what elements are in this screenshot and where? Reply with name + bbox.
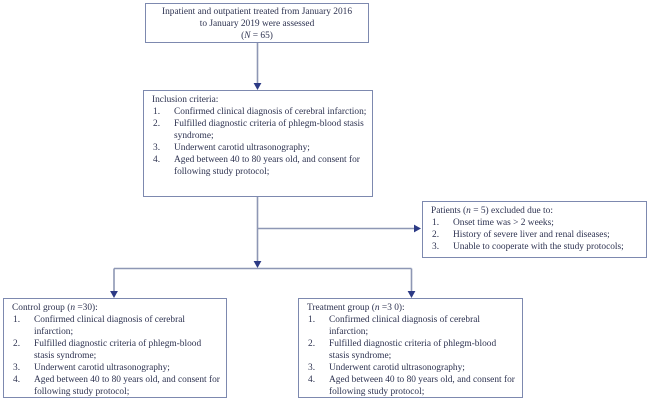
control-title: Control group (n =30): [4,302,221,314]
list-item: 3. Unable to cooperate with the study pr… [423,241,642,253]
exclusion-box: Patients (n = 5) excluded due to: 1. Ons… [422,201,647,258]
list-item: 2. Fulfilled diagnostic criteria of phle… [4,338,221,362]
count-post: = 65) [250,31,273,41]
arrowhead-down-junction [253,261,262,268]
inclusion-criteria-box: Inclusion criteria: 1. Confirmed clinica… [143,90,373,197]
item-text: Confirmed clinical diagnosis of cerebral… [329,315,480,337]
list-item: 3. Underwent carotid ultrasonography; [299,362,517,374]
n-variable: n [70,303,76,313]
arrowhead-down-treatment [407,291,416,298]
list-item: 2. Fulfilled diagnostic criteria of phle… [299,338,517,362]
title-post: =3 0): [379,303,405,313]
title-pre: Treatment group ( [307,303,375,313]
item-text: Confirmed clinical diagnosis of cerebral… [174,107,367,117]
item-text: Fulfilled diagnostic criteria of phlegm-… [174,119,364,141]
item-number: 2. [153,119,161,129]
assessment-line2: to January 2019 were assessed [199,19,315,29]
list-item: 4. Aged between 40 to 80 years old, and … [4,374,221,398]
n-variable: n [466,206,471,216]
item-number: 3. [308,363,316,373]
control-group-box: Control group (n =30): 1. Confirmed clin… [3,298,227,398]
title-post: =30): [75,303,98,313]
item-text: Aged between 40 to 80 years old, and con… [329,375,515,397]
treatment-title: Treatment group (n =3 0): [299,302,517,314]
item-number: 3. [432,242,440,252]
count-variable: N [244,31,251,41]
inclusion-title: Inclusion criteria: [152,95,219,105]
arrowhead-down-control [110,291,118,298]
item-text: History of severe liver and renal diseas… [453,230,610,240]
list-item: 3. Underwent carotid ultrasonography; [144,142,367,154]
item-number: 1. [13,315,21,325]
arrowhead-down-inclusion [253,83,262,90]
title-post: = 5) excluded due to: [470,206,553,216]
list-item: 1. Confirmed clinical diagnosis of cereb… [144,106,367,118]
list-item: 4. Aged between 40 to 80 years old, and … [299,374,517,398]
item-number: 3. [153,143,161,153]
list-item: 1. Onset time was > 2 weeks; [423,217,642,229]
list-item: 3. Underwent carotid ultrasonography; [4,362,221,374]
item-text: Unable to cooperate with the study proto… [453,242,624,252]
item-number: 4. [13,375,21,385]
item-number: 2. [308,339,316,349]
list-item: 1. Confirmed clinical diagnosis of cereb… [299,314,517,338]
count-pre: ( [241,31,245,41]
list-item: 2. History of severe liver and renal dis… [423,229,642,241]
item-text: Aged between 40 to 80 years old, and con… [34,375,220,397]
item-number: 2. [13,339,21,349]
title-pre: Patients ( [431,206,467,216]
item-number: 1. [308,315,316,325]
assessment-line1: Inpatient and outpatient treated from Ja… [161,7,353,17]
item-number: 4. [308,375,316,385]
item-number: 2. [432,230,440,240]
item-number: 1. [432,218,440,228]
arrowhead-right-exclusion [414,224,421,233]
item-text: Underwent carotid ultrasonography; [174,143,310,153]
treatment-group-box: Treatment group (n =3 0): 1. Confirmed c… [298,298,523,398]
item-text: Underwent carotid ultrasonography; [34,363,170,373]
item-text: Confirmed clinical diagnosis of cerebral… [34,315,185,337]
title-pre: Control group ( [12,303,71,313]
item-text: Onset time was > 2 weeks; [453,218,554,228]
list-item: 1. Confirmed clinical diagnosis of cereb… [4,314,221,338]
item-text: Fulfilled diagnostic criteria of phlegm-… [329,339,497,361]
item-number: 4. [153,155,161,165]
list-item: 2. Fulfilled diagnostic criteria of phle… [144,118,367,142]
exclusion-title: Patients (n = 5) excluded due to: [423,205,642,217]
item-text: Underwent carotid ultrasonography; [329,363,465,373]
item-text: Fulfilled diagnostic criteria of phlegm-… [34,339,202,361]
item-number: 3. [13,363,21,373]
list-item: 4. Aged between 40 to 80 years old, and … [144,154,367,178]
n-variable: n [374,303,380,313]
item-text: Aged between 40 to 80 years old, and con… [174,155,360,177]
assessment-box: Inpatient and outpatient treated from Ja… [145,3,369,43]
item-number: 1. [153,107,161,117]
assessment-count: (N = 65) [149,30,365,42]
